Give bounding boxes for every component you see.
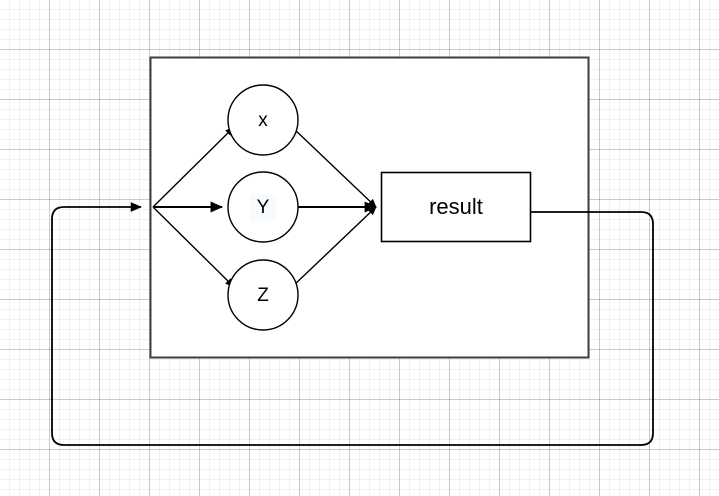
edge-junction-to-x[interactable] <box>152 127 234 208</box>
node-y-label: Y <box>257 197 270 218</box>
edge-z-to-result[interactable] <box>292 206 377 288</box>
edge-result-loop-back[interactable] <box>51 202 654 446</box>
node-y-label-highlight <box>250 194 276 221</box>
node-z[interactable] <box>227 259 299 331</box>
edge-junction-to-z[interactable] <box>152 206 234 287</box>
node-result-label: result <box>429 194 483 219</box>
node-x-label: x <box>258 110 268 131</box>
node-x[interactable] <box>227 84 299 156</box>
edge-x-to-result[interactable] <box>292 126 377 208</box>
node-z-label: Z <box>257 285 269 306</box>
node-result[interactable] <box>380 171 532 243</box>
